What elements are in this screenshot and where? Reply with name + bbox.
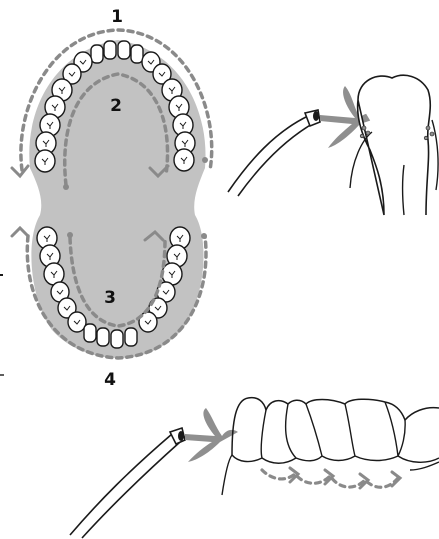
molar-tooth-icon bbox=[358, 75, 431, 215]
dental-arch-diagram: 1 2 3 4 bbox=[0, 7, 212, 390]
tooth-row-illustration bbox=[70, 398, 439, 538]
flow-arrow-icon bbox=[12, 228, 28, 236]
single-tooth-illustration bbox=[228, 75, 438, 215]
water-jet-icon bbox=[185, 408, 238, 462]
label-path-2: 2 bbox=[110, 96, 122, 116]
label-path-3: 3 bbox=[104, 288, 116, 308]
label-path-1: 1 bbox=[111, 7, 123, 27]
water-flosser-tip-icon bbox=[228, 116, 312, 196]
water-flosser-tip-icon bbox=[70, 434, 180, 538]
label-path-4: 4 bbox=[104, 370, 116, 390]
